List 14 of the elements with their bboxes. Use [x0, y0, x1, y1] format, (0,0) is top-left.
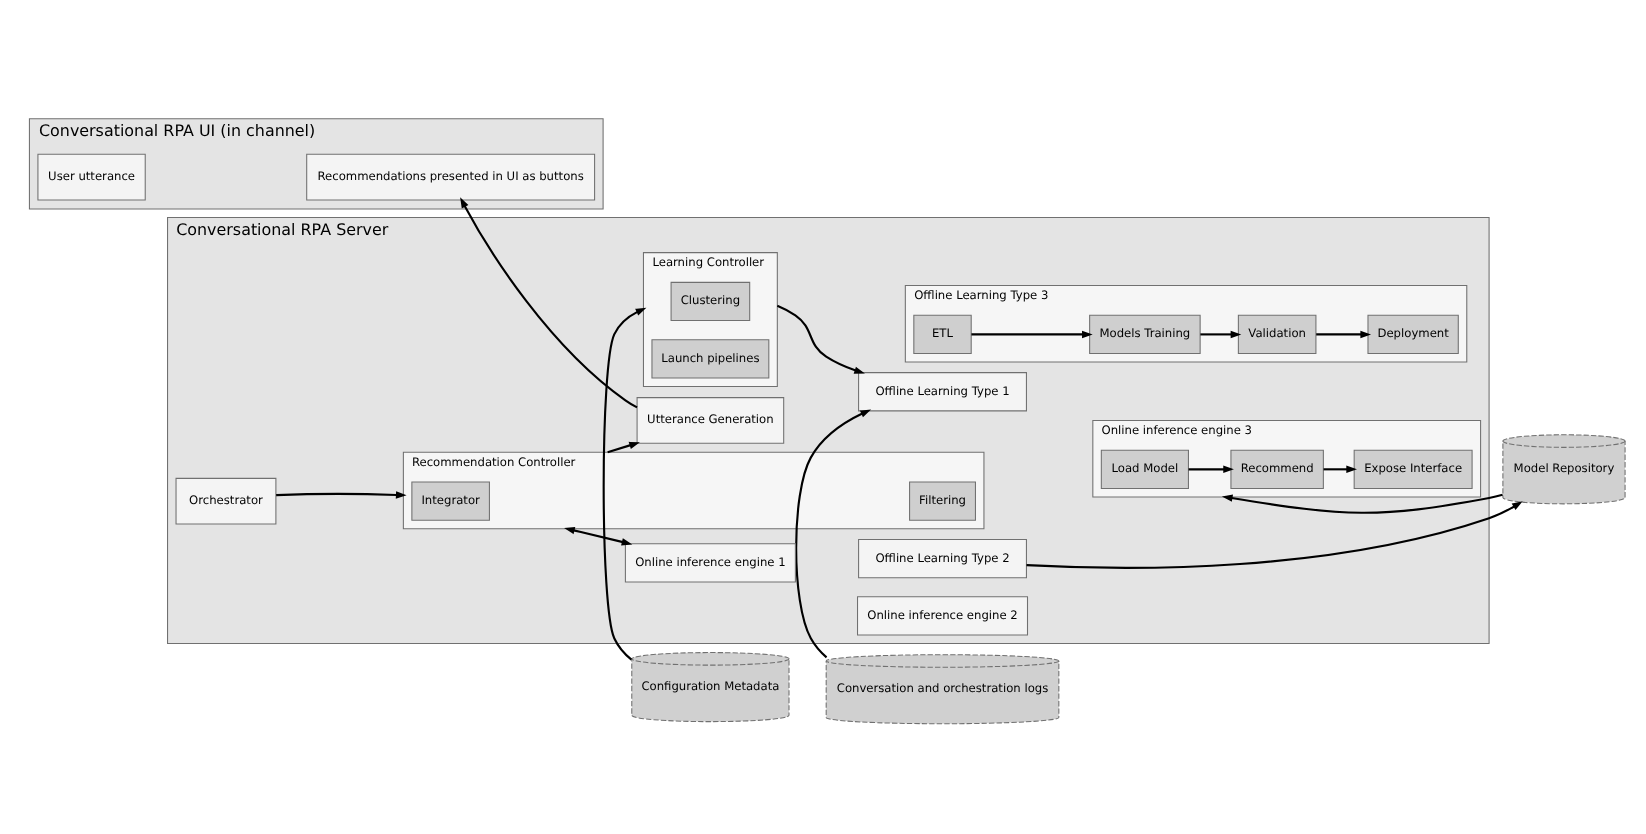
arrow — [276, 491, 407, 499]
arrow — [776, 304, 865, 374]
arrow — [607, 441, 640, 454]
arrow — [1026, 501, 1523, 569]
arrow — [1200, 330, 1242, 339]
arrow — [1323, 465, 1357, 474]
arrow — [564, 526, 633, 546]
arrow — [1221, 493, 1503, 514]
arrow — [602, 307, 647, 661]
arrow — [971, 330, 1093, 339]
arrow — [1188, 465, 1234, 474]
arrow — [795, 409, 872, 659]
arrow — [1316, 330, 1372, 339]
arrow — [460, 197, 638, 409]
